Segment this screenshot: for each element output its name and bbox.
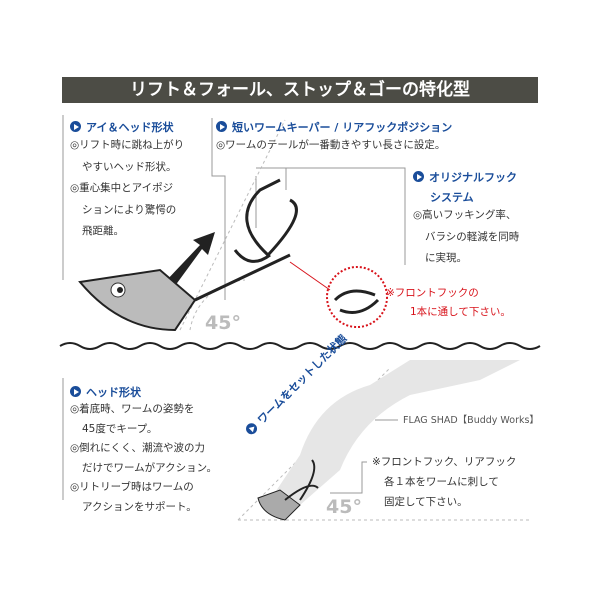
eye-head-section: アイ＆ヘッド形状 ◎リフト時に跳ね上がり やすいヘッド形状。 ◎重心集中とアイポ… (70, 119, 184, 243)
page-title: リフト＆フォール、ストップ＆ゴーの特化型 (62, 77, 538, 103)
section-heading: アイ＆ヘッド形状 (86, 121, 174, 134)
section-heading: ヘッド形状 (86, 386, 141, 399)
front-hook-detail (326, 266, 388, 328)
text-line: バラシの軽減を同時 (425, 230, 520, 243)
text-line: ◎リフト時に跳ね上がり (70, 139, 185, 151)
text-line: ◎倒れにくく、潮流や波の力 (70, 442, 205, 454)
lift-arrow-icon (165, 232, 215, 290)
angle-label: 45° (326, 496, 362, 518)
section-heading: 短いワームキーパー / リアフックポジション (232, 121, 453, 134)
section-heading: システム (430, 191, 474, 204)
play-bullet-icon (70, 121, 81, 132)
keeper-section: 短いワームキーパー / リアフックポジション ◎ワームのテールが一番動きやすい長… (216, 119, 452, 157)
play-bullet-icon (70, 386, 81, 397)
set-note: ※フロントフック、リアフック 各１本をワームに刺して 固定して下さい。 (372, 452, 516, 512)
text-line: に実現。 (425, 252, 467, 264)
text-line: ションにより驚愕の (82, 203, 177, 216)
text-line: やすいヘッド形状。 (82, 160, 177, 173)
text-line: だけでワームがアクション。 (82, 461, 218, 474)
note-line: ※フロントフック、リアフック (372, 456, 517, 468)
text-line: ◎ワームのテールが一番動きやすい長さに設定。 (216, 139, 446, 151)
note-line: ※フロントフックの (386, 287, 479, 299)
note-line: 固定して下さい。 (384, 496, 468, 508)
front-hook-note: ※フロントフックの 1本に通して下さい。 (386, 284, 511, 322)
text-line: 45度でキープ。 (82, 422, 158, 435)
text-line: 飛距離。 (82, 225, 124, 237)
play-bullet-icon (216, 121, 227, 132)
text-line: ◎高いフッキング率、 (413, 209, 517, 221)
angle-label: 45° (205, 312, 241, 334)
worm-label: FLAG SHAD【Buddy Works】 (403, 415, 539, 426)
section-heading: オリジナルフック (429, 171, 517, 184)
text-line: アクションをサポート。 (82, 500, 197, 513)
note-line: 1本に通して下さい。 (410, 306, 511, 318)
play-bullet-icon (413, 171, 424, 182)
head-shape-section: ヘッド形状 ◎着底時、ワームの姿勢を 45度でキープ。 ◎倒れにくく、潮流や波の… (70, 384, 217, 517)
text-line: ◎着底時、ワームの姿勢を (70, 403, 195, 415)
text-line: ◎リトリーブ時はワームの (70, 481, 194, 493)
note-line: 各１本をワームに刺して (384, 476, 499, 488)
worm (270, 360, 520, 505)
text-line: ◎重心集中とアイポジ (70, 182, 174, 194)
water-line (59, 342, 541, 350)
jig-head (78, 268, 197, 332)
hook-system-section: オリジナルフック システム ◎高いフッキング率、 バラシの軽減を同時 に実現。 (413, 169, 519, 270)
